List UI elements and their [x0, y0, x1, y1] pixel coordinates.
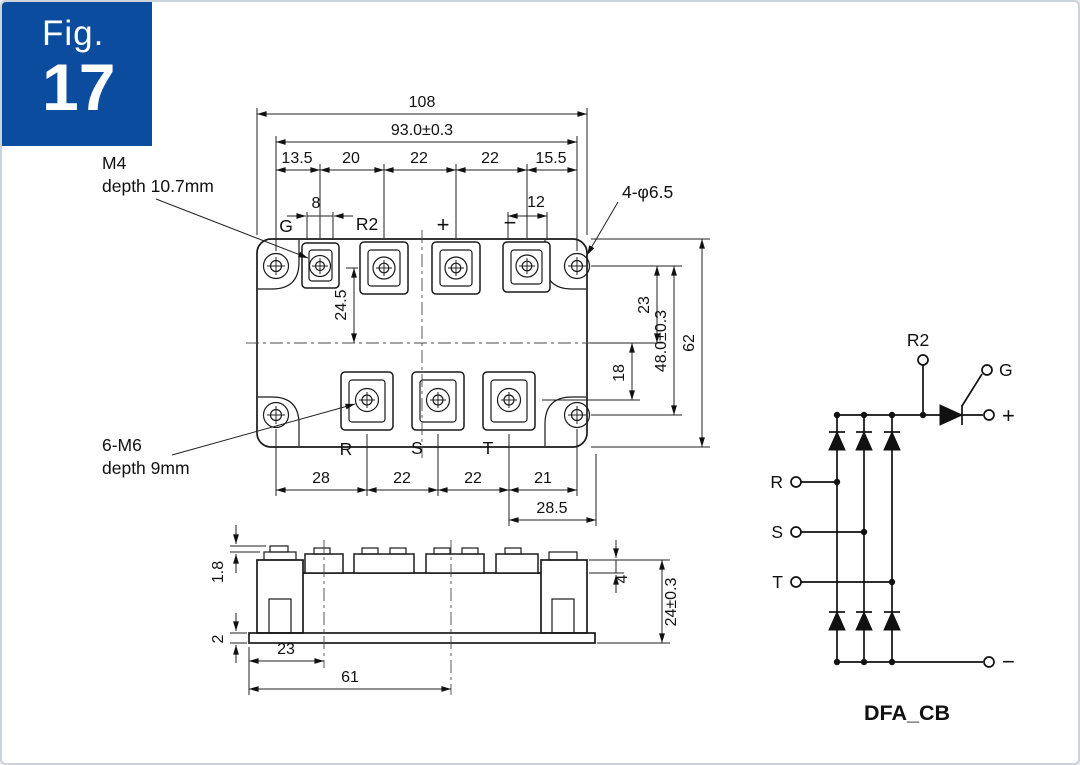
dim-bottom-1: 28 [312, 470, 330, 487]
drawing-notes: M4 depth 10.7mm 6-M6 depth 9mm 4-φ6.5 G … [102, 153, 673, 478]
dim-bottom-2: 22 [393, 470, 411, 487]
terminal-pad-plus [431, 241, 481, 295]
dim-hole-left: 23 [277, 641, 295, 658]
dim-chain-1: 13.5 [281, 150, 312, 167]
dim-step: 4 [614, 574, 631, 583]
corner-boss-arc [258, 396, 300, 446]
dim-left-offset: 24.5 [333, 289, 350, 320]
terminal-minus [983, 656, 995, 668]
terminal-s [790, 526, 802, 538]
terminal-label-plus: + [437, 212, 450, 237]
note-m6: 6-M6 [102, 435, 142, 455]
note-m4-depth: depth 10.7mm [102, 176, 214, 196]
dim-base-thickness: 2 [210, 634, 227, 643]
dim-overall-width: 108 [409, 94, 436, 111]
terminal-r [790, 476, 802, 488]
dim-minus-tab: 12 [527, 194, 545, 211]
schematic-title: DFA_CB [864, 701, 950, 725]
mounting-hole-bottom-left [262, 401, 290, 429]
schematic-label-r2: R2 [907, 330, 929, 350]
dim-tab-thickness: 1.8 [210, 561, 227, 583]
corner-boss-arc [544, 396, 586, 446]
dim-lower-right: 18 [611, 364, 628, 382]
bridge-leg-r [828, 415, 846, 662]
terminal-label-t: T [483, 438, 494, 458]
baseplate [248, 632, 596, 644]
figure-number-box: Fig. 17 [2, 2, 152, 146]
note-m4: M4 [102, 153, 127, 173]
dim-overall-height: 62 [681, 334, 698, 352]
terminal-label-s: S [411, 438, 423, 458]
side-view [248, 540, 596, 695]
circuit-schematic: R2 G + R S T − DFA_CB [770, 330, 1015, 725]
dim-chain-4: 22 [481, 150, 499, 167]
dim-chain-5: 15.5 [535, 150, 566, 167]
schematic-label-s: S [771, 522, 783, 542]
dim-module-height: 24±0.3 [663, 577, 680, 626]
mounting-hole-bottom-right [563, 401, 591, 429]
diode-icon [828, 610, 846, 631]
schematic-label-r: R [770, 472, 783, 492]
terminal-pad-g [301, 242, 340, 289]
terminal-label-r2: R2 [356, 214, 378, 234]
corner-boss-arc [258, 240, 300, 290]
terminal-pad-t [482, 371, 536, 431]
dim-hole-pitch: 61 [341, 669, 359, 686]
right-boss [540, 559, 588, 634]
left-boss [256, 559, 304, 634]
schematic-label-t: T [772, 572, 783, 592]
dim-bottom-3: 22 [464, 470, 482, 487]
dim-hole-span-v: 48.0±0.3 [653, 310, 670, 372]
terminal-label-g: G [279, 216, 293, 236]
terminal-label-r: R [340, 439, 353, 459]
dim-hole-span: 93.0±0.3 [391, 122, 453, 139]
diode-icon [855, 610, 873, 631]
figure-number: 17 [42, 50, 116, 124]
terminal-pad-r [340, 371, 394, 431]
dim-g-tab: 8 [312, 195, 321, 212]
dim-t-to-edge: 28.5 [536, 500, 567, 517]
top-view-dimensions: 108 93.0±0.3 13.5 20 22 22 15.5 8 12 [256, 94, 710, 526]
dim-upper-right: 23 [636, 296, 653, 314]
diode-icon [855, 430, 873, 451]
terminal-r2 [917, 354, 929, 366]
bridge-leg-t [883, 415, 901, 662]
terminal-gate [981, 364, 993, 376]
terminal-pad-minus [502, 241, 551, 293]
bridge-leg-s [855, 415, 873, 662]
schematic-label-plus: + [1002, 403, 1015, 428]
note-holes: 4-φ6.5 [622, 182, 673, 202]
top-view-module [246, 230, 598, 458]
figure-label: Fig. [42, 14, 105, 53]
side-view-dimensions: 1.8 2 4 24±0.3 23 61 [210, 525, 680, 695]
dim-bottom-4: 21 [534, 470, 552, 487]
terminal-pad-s [411, 371, 465, 431]
thyristor-icon [939, 404, 964, 426]
note-m6-depth: depth 9mm [102, 458, 190, 478]
mounting-hole-top-left [262, 252, 290, 280]
schematic-label-minus: − [1002, 649, 1015, 674]
diode-icon [883, 610, 901, 631]
corner-boss-arc [544, 240, 586, 290]
diode-icon [828, 430, 846, 451]
diode-icon [883, 430, 901, 451]
schematic-label-g: G [999, 360, 1013, 380]
terminal-pad-r2 [359, 241, 409, 295]
terminal-t [790, 576, 802, 588]
dim-chain-2: 20 [342, 150, 360, 167]
mounting-hole-top-right [563, 252, 591, 280]
terminal-label-minus: − [504, 210, 517, 235]
dim-chain-3: 22 [410, 150, 428, 167]
terminal-plus [983, 409, 995, 421]
